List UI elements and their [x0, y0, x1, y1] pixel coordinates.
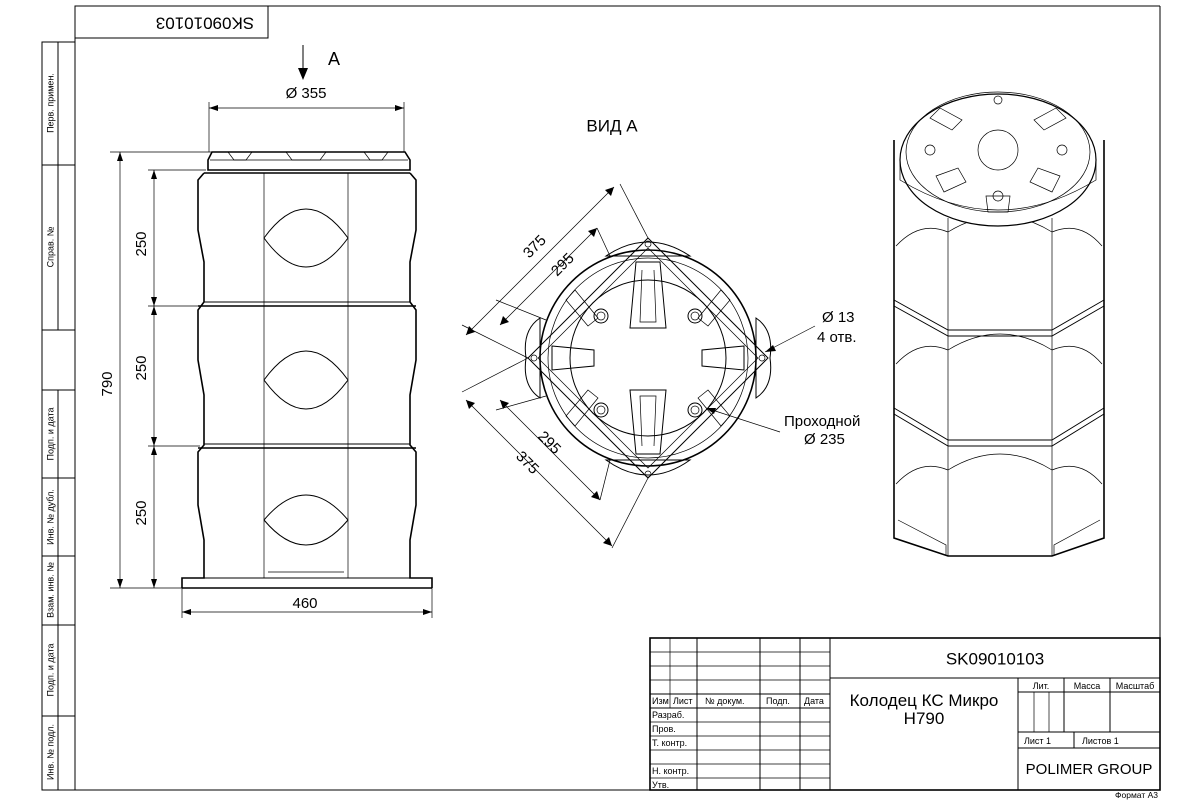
tb-hdr-list: Лист: [673, 696, 693, 706]
dim-base-width: 460: [181, 588, 433, 618]
callout-hole-diameter-symbol: Ø: [822, 309, 834, 326]
dim-outer-2-value: 375: [512, 448, 542, 478]
iso-joint-1: [893, 299, 1105, 331]
front-view: А: [99, 45, 433, 618]
arch-1-top: [263, 208, 349, 239]
dim-section-3: 250: [133, 500, 150, 525]
callout-passage: Проходной Ø 235: [705, 407, 860, 448]
column-right-wall: [409, 172, 433, 588]
dim-inner-1: 295: [495, 227, 611, 326]
callout-hole-count: 4 отв.: [817, 329, 857, 346]
tb-role-utv: Утв.: [652, 780, 669, 790]
tb-lit-label: Лит.: [1033, 681, 1050, 691]
callout-passage-symbol: Ø: [804, 431, 816, 448]
dim-section-2: 250: [133, 355, 150, 380]
code-stamp: SK09010103: [74, 5, 269, 39]
tb-scale-label: Масштаб: [1116, 681, 1155, 691]
stamp-vzam-inv: Взам. инв. №: [45, 562, 55, 618]
dim-section-1: 250: [133, 231, 150, 256]
view-arrow-label: А: [328, 49, 340, 69]
tb-sheets: Листов 1: [1082, 736, 1119, 746]
tb-hdr-data: Дата: [804, 696, 824, 706]
dim-overall-height: 790: [99, 152, 123, 588]
svg-text:Ø 355: Ø 355: [286, 85, 327, 102]
tb-role-razrab: Разраб.: [652, 710, 684, 720]
iso-joint-2: [893, 407, 1105, 441]
dim-outer-1-value: 375: [520, 232, 550, 262]
isometric-view: [893, 91, 1105, 557]
callout-holes: Ø 13 4 отв.: [764, 309, 857, 353]
dim-lid-diameter-symbol: Ø: [286, 85, 298, 102]
view-a: ВИД А: [461, 116, 860, 549]
tb-product-name-1: Колодец КС Микро: [850, 691, 999, 710]
column-left-wall: [181, 172, 205, 588]
tb-mass-label: Масса: [1074, 681, 1101, 691]
dim-inner-2-value: 295: [534, 428, 564, 458]
iso-body-outline: [893, 140, 1105, 557]
svg-text:Ø 235: Ø 235: [804, 431, 845, 448]
dim-lid-diameter: Ø 355: [208, 85, 405, 152]
dim-base-width-value: 460: [292, 595, 317, 612]
tb-hdr-dokum: № докум.: [705, 696, 745, 706]
dim-inner-2: 295: [495, 395, 611, 501]
view-a-title: ВИД А: [586, 116, 638, 135]
tb-product-name-2: H790: [904, 709, 945, 728]
tb-sheet: Лист 1: [1024, 736, 1051, 746]
stamp-podp-data-1: Подп. и дата: [45, 407, 55, 460]
dim-overall-height-value: 790: [99, 371, 116, 396]
stamp-sprav-no: Справ. №: [45, 226, 55, 267]
stamp-podp-data-2: Подп. и дата: [45, 643, 55, 696]
passage-circle: [569, 279, 727, 437]
callout-passage-diameter: 235: [820, 431, 845, 448]
tb-company: POLIMER GROUP: [1026, 761, 1153, 778]
dim-lid-diameter-value: 355: [301, 85, 326, 102]
arch-2: [263, 350, 349, 381]
iso-lid: [899, 91, 1097, 227]
tb-role-tkontr: Т. контр.: [652, 738, 687, 748]
bolt-holes: [593, 308, 703, 418]
format-label: Формат А3: [1115, 790, 1158, 800]
stamp-perv-primen: Перв. примен.: [45, 73, 55, 133]
title-block: Изм Лист № докум. Подп. Дата Разраб. Про…: [649, 637, 1161, 791]
outer-ring: [539, 249, 757, 467]
code-stamp-text: SK09010103: [156, 14, 254, 33]
callout-hole-diameter: 13: [838, 309, 855, 326]
svg-text:Ø 13: Ø 13: [822, 309, 855, 326]
tb-role-nkontr: Н. контр.: [652, 766, 689, 776]
stamp-inv-podl: Инв. № подл.: [45, 724, 55, 780]
tb-role-prov: Пров.: [652, 724, 676, 734]
view-arrow-a: А: [298, 45, 340, 80]
stamp-inv-dubl: Инв. № дубл.: [45, 489, 55, 545]
radial-ribs: [551, 261, 745, 455]
tb-doc-code: SK09010103: [946, 649, 1044, 668]
dim-inner-1-value: 295: [548, 250, 578, 280]
lid: [207, 151, 411, 171]
tb-hdr-izm: Изм: [652, 696, 669, 706]
dim-sections: 250 250 250: [110, 151, 212, 589]
arch-3: [263, 494, 349, 521]
side-stamp: Перв. примен. Справ. № Подп. и дата Инв.…: [41, 41, 76, 791]
tb-hdr-podp: Подп.: [766, 696, 790, 706]
callout-passage-label: Проходной: [784, 413, 860, 430]
